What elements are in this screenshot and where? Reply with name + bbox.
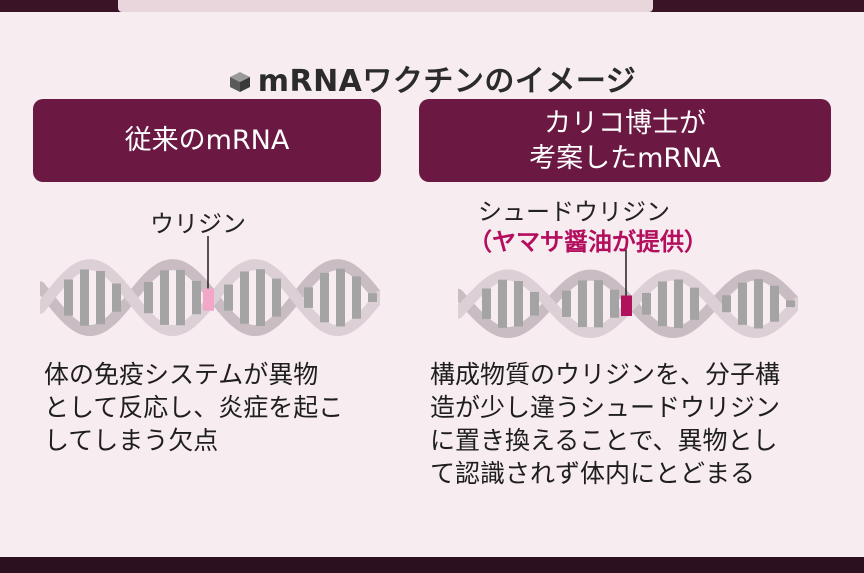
helix-base-bar [786,300,795,308]
conventional-description-line: 体の免疫システムが異物 [44,360,319,389]
helix-base-bar [578,280,587,328]
helix-base-bar [754,279,763,329]
helix-base-bar [738,282,747,325]
helix-base-bar [112,283,121,312]
kariko-mrna-header: カリコ博士が 考案したmRNA [419,99,831,182]
helix-base-bar [368,293,377,302]
uridine-label: ウリジン [150,210,246,238]
highlighted-base [621,295,632,317]
conventional-mrna-header: 従来のmRNA [33,99,381,182]
kariko-header-line-2: 考案したmRNA [529,142,721,174]
bottom-bar [0,557,864,573]
helix-base-bar [272,278,281,317]
conventional-description-line: として反応し、炎症を起こ [44,393,344,422]
highlighted-base [203,288,214,311]
top-bar [0,0,864,12]
pseudouridine-label: シュードウリジン [478,198,670,226]
title-text: mRNAワクチンのイメージ [257,64,637,99]
kariko-description-line: 構成物質のウリジンを、分子構 [430,360,781,389]
helix-base-bar [722,295,731,313]
helix-base-bar [96,270,105,325]
infographic-title: mRNAワクチンのイメージ [0,56,864,100]
cube-icon [229,72,250,92]
helix-base-bar [514,281,523,327]
helix-base-bar [80,269,89,326]
helix-base-bar [498,279,507,328]
helix-base-bar [352,276,361,319]
conventional-description-line: してしまう欠点 [44,426,219,455]
helix-base-bar [256,269,265,327]
conventional-description: 体の免疫システムが異物 として反応し、炎症を起こ してしまう欠点 [44,358,384,457]
helix-base-bar [304,287,313,308]
helix-base-bar [64,279,73,316]
helix-base-bar [610,289,619,318]
kariko-header-line-1: カリコ博士が [544,107,706,139]
helix-base-bar [674,279,683,329]
helix-base-bar [530,291,539,316]
helix-base-bar [144,281,153,314]
kariko-description-line: て認識されず体内にとどまる [430,459,756,488]
helix-base-bar [482,288,491,320]
helix-base-bar [224,284,233,311]
top-tab [118,0,653,12]
helix-base-bar [176,269,185,326]
helix-base-bar [642,292,651,315]
helix-base-bar [240,271,249,324]
mrna-helix-right [458,250,798,339]
helix-base-bar [658,281,667,327]
helix-base-bar [192,280,201,315]
kariko-description-line: に置き換えることで、異物とし [430,426,778,455]
kariko-description-line: 造が少し違うシュードウリジン [430,393,781,422]
mrna-helix-left [40,236,380,337]
helix-base-bar [562,290,571,317]
helix-base-bar [770,285,779,322]
helix-base-bar [690,287,699,320]
yamasa-label: （ヤマサ醤油が提供） [468,228,708,256]
kariko-description: 構成物質のウリジンを、分子構 造が少し違うシュードウリジン に置き換えることで、… [430,358,840,490]
helix-base-bar [320,272,329,323]
helix-base-bar [160,270,169,325]
helix-base-bar [594,280,603,328]
conventional-mrna-header-text: 従来のmRNA [124,125,290,156]
helix-base-bar [336,268,345,327]
